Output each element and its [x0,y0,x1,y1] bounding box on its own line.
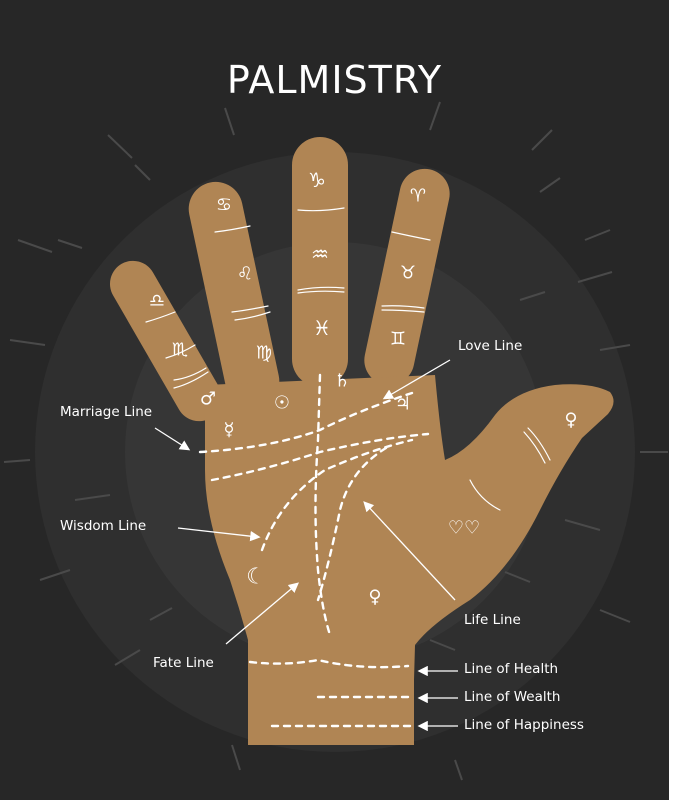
libra-icon: ♎ [149,291,165,312]
life-line-label: Life Line [464,612,521,628]
line-of-health-label: Line of Health [464,661,558,677]
palm-lines [198,373,430,728]
hand-silhouette [110,137,614,745]
marriage-line-arrow [154,427,191,451]
decorative-rays [3,101,668,781]
hearts-icon: ♡♡ [448,518,480,539]
jupiter-icon: ♃ [395,394,411,415]
wisdom-line-arrow [177,527,261,542]
love-line-label: Love Line [458,338,522,354]
aquarius-icon: ♒ [311,242,329,266]
fate-line-arrow [225,582,299,645]
marriage-line-label: Marriage Line [60,404,152,420]
venus-icon: ♀ [368,587,381,608]
venus-thumb-icon: ♀ [564,410,577,431]
page-title: PALMISTRY [226,58,443,102]
heart-line-path [198,391,414,454]
taurus-icon: ♉ [400,263,416,284]
cancer-icon: ♋ [216,195,232,216]
sun-icon: ☉ [274,393,290,414]
leo-icon: ♌ [237,264,253,285]
label-arrows [154,359,458,732]
fate-line-label: Fate Line [153,655,214,671]
mercury-icon: ☿ [223,420,234,441]
moon-icon: ☾ [246,565,266,590]
pisces-icon: ♓ [313,316,331,340]
line-labels: Love Line Marriage Line Wisdom Line Life… [60,338,584,733]
capricorn-icon: ♑ [308,168,326,192]
gemini-icon: ♊ [390,329,406,350]
virgo-icon: ♍ [256,343,272,364]
health-line-path [248,658,410,669]
line-of-wealth-label: Line of Wealth [464,689,560,705]
scorpio-icon: ♏ [172,340,188,361]
finger-creases [145,207,551,511]
fate-line-path [314,373,332,637]
marriage-extension-path [210,432,430,482]
aries-icon: ♈ [410,186,426,207]
life-line-path [316,446,388,602]
wisdom-line-label: Wisdom Line [60,518,146,534]
saturn-icon: ♄ [334,371,350,392]
mars-icon: ♂ [200,389,216,410]
zodiac-symbols: ♎ ♏ ♋ ♌ ♍ ♑ ♒ ♓ ♈ ♉ ♊ ♀ ♂ ☿ ☉ ♄ ♃ ☾ ♀ ♡♡ [149,168,578,608]
love-line-arrow [382,359,451,400]
line-of-happiness-label: Line of Happiness [464,717,584,733]
life-line-arrow [363,501,456,601]
